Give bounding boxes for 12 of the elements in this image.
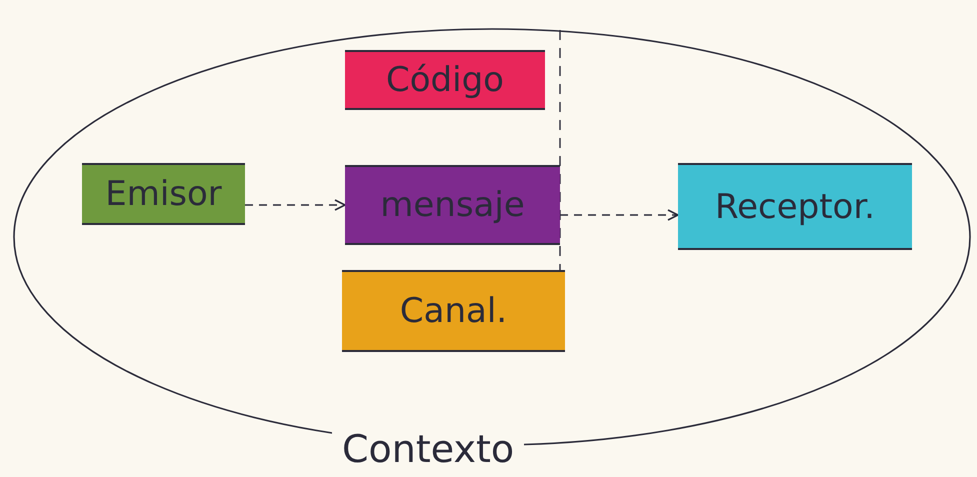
- box-label: Emisor: [105, 174, 222, 214]
- box-label: Canal.: [400, 291, 508, 331]
- colored-box: [345, 165, 560, 245]
- box-label: mensaje: [380, 185, 525, 225]
- box-label: Código: [386, 60, 504, 100]
- dashed-arrow: [245, 199, 346, 211]
- dashed-arrow: [560, 209, 679, 221]
- colored-box: [82, 163, 245, 225]
- colored-box: [345, 50, 545, 110]
- box-label: Receptor.: [714, 186, 875, 226]
- colored-box: [342, 270, 565, 352]
- colored-box: [678, 163, 912, 250]
